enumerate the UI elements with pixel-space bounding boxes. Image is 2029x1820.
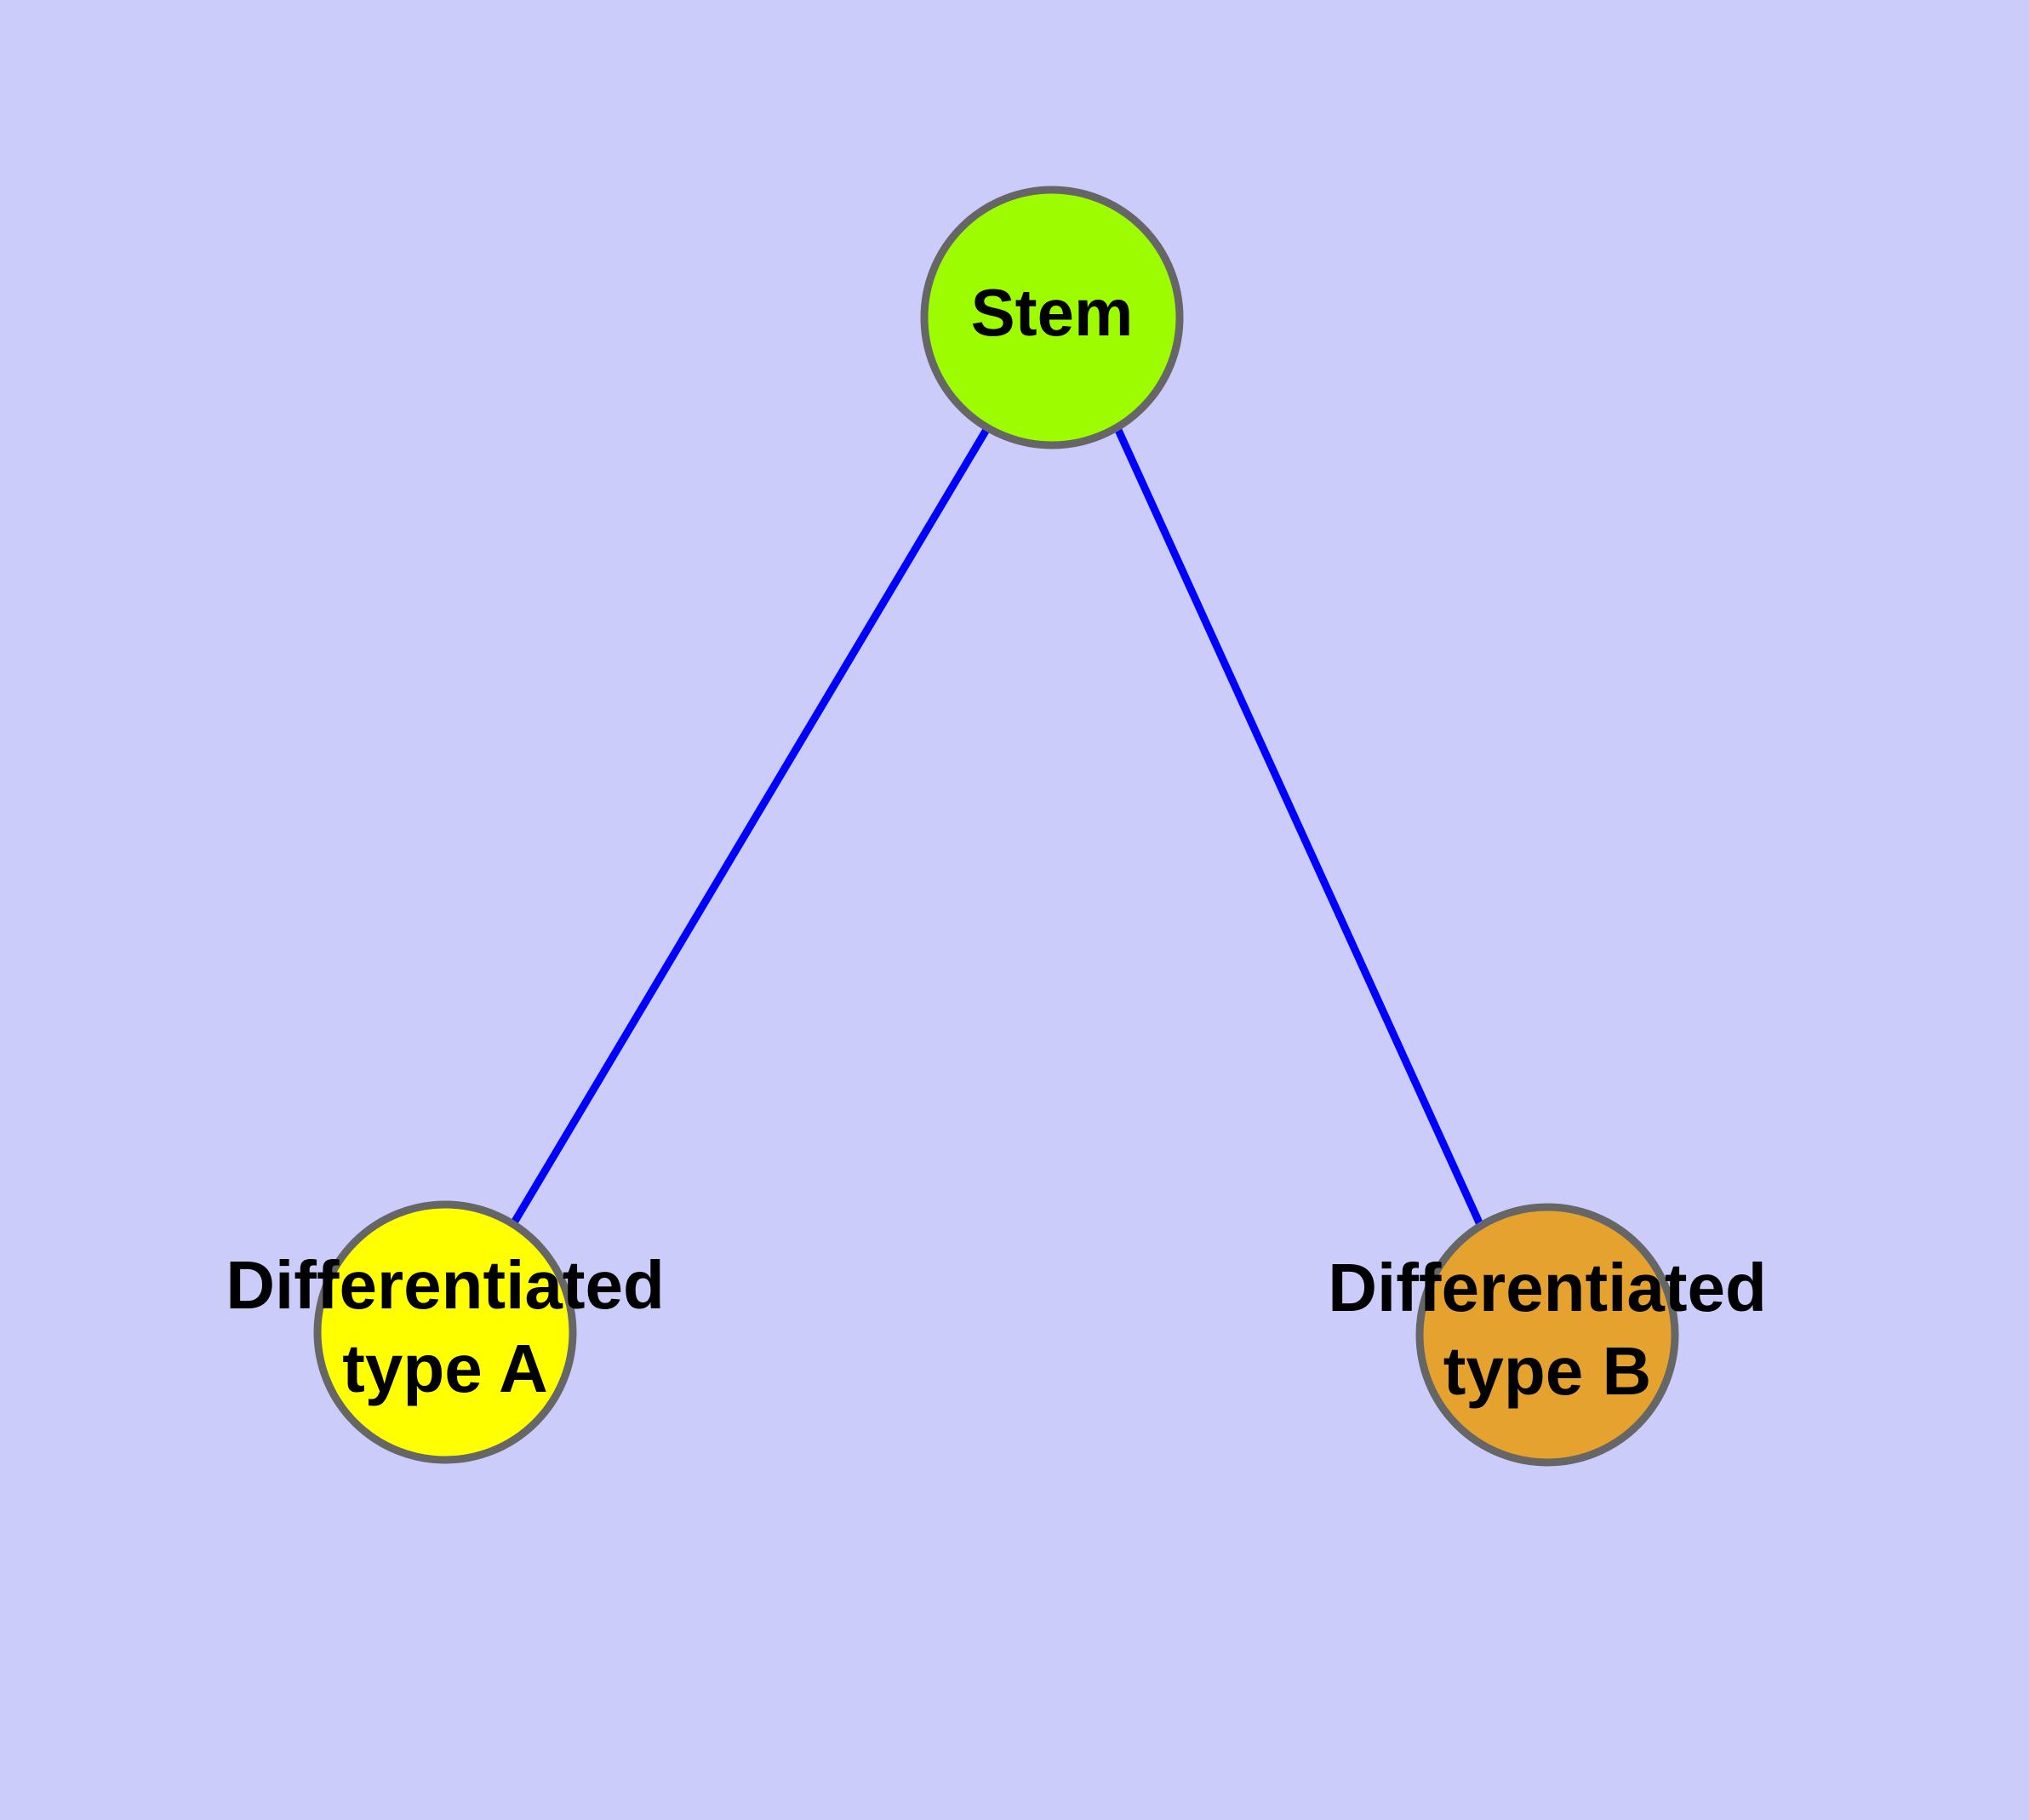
graph-node-diff-b[interactable] (1415, 1203, 1679, 1467)
node-label-line: type B (1443, 1333, 1652, 1409)
node-label-line: Differentiated (226, 1247, 665, 1323)
node-label-line: Differentiated (1328, 1250, 1767, 1325)
graph-node-stem[interactable] (920, 186, 1184, 449)
edges-group (507, 426, 1487, 1232)
node-label-stem: Stem (971, 275, 1134, 350)
graph-edge-stem-to-diff-b[interactable] (1113, 426, 1487, 1232)
node-label-diff-b: Differentiated type B (1328, 1250, 1767, 1409)
node-label-line: Stem (971, 275, 1134, 350)
node-label-line: type A (342, 1331, 548, 1406)
graph-edge-stem-to-diff-a[interactable] (507, 426, 991, 1231)
graph-node-diff-a[interactable] (313, 1200, 577, 1464)
node-label-diff-a: Differentiated type A (226, 1247, 665, 1406)
nodes-group (313, 186, 1679, 1467)
